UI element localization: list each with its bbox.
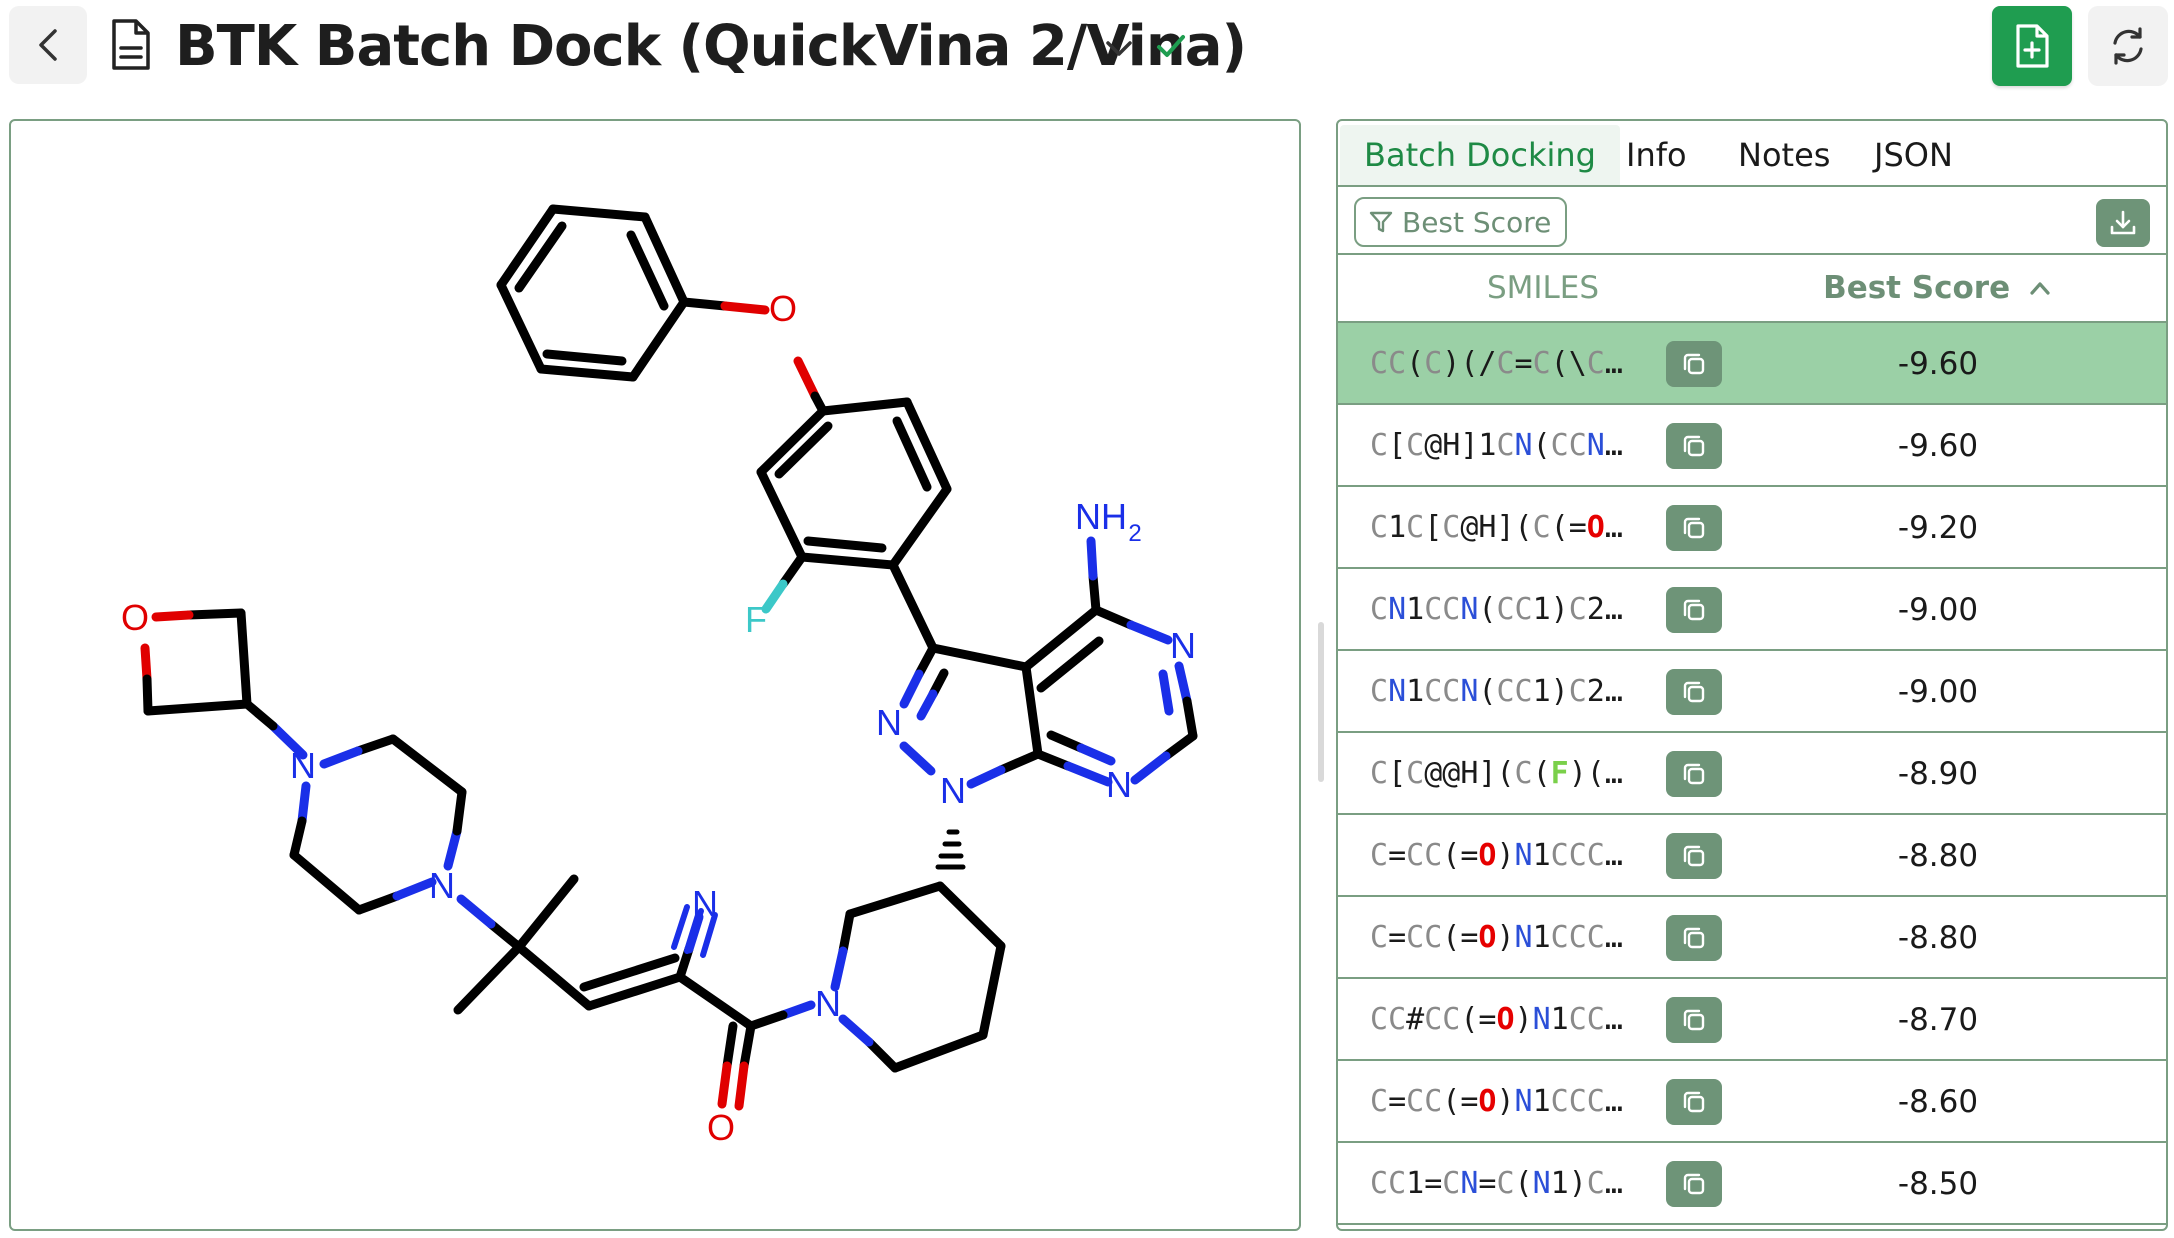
best-score-cell: -9.60: [1897, 428, 1979, 464]
tab-info[interactable]: Info: [1626, 136, 1687, 174]
copy-icon: [1683, 353, 1705, 375]
tab-batch-docking[interactable]: Batch Docking: [1340, 125, 1620, 185]
atom-o-oxetane: O: [121, 597, 149, 638]
atom-n-pyrazole-2: N: [940, 770, 966, 811]
smiles-cell: C[C@@H](C(F)(…: [1370, 756, 1623, 791]
smiles-cell: CN1CCN(CC1)C2…: [1370, 674, 1623, 709]
best-score-cell: -8.80: [1897, 838, 1979, 874]
smiles-cell: CC1=CN=C(N1)C…: [1370, 1166, 1623, 1201]
copy-icon: [1683, 517, 1705, 539]
best-score-cell: -9.60: [1897, 346, 1979, 382]
copy-smiles-button[interactable]: [1666, 833, 1722, 879]
filter-icon: [1369, 211, 1393, 233]
copy-smiles-button[interactable]: [1666, 1079, 1722, 1125]
copy-smiles-button[interactable]: [1666, 669, 1722, 715]
smiles-cell: CC(C)(/C=C(\C…: [1370, 346, 1623, 381]
filter-label: Best Score: [1402, 205, 1552, 239]
best-score-cell: -8.80: [1897, 920, 1979, 956]
copy-icon: [1683, 599, 1705, 621]
check-icon: [1157, 35, 1185, 57]
copy-smiles-button[interactable]: [1666, 423, 1722, 469]
page-title: BTK Batch Dock (QuickVina 2/Vina): [175, 14, 1247, 79]
table-row[interactable]: C=CC(=O)N1CCC… -8.80: [1338, 897, 2166, 979]
smiles-cell: C=CC(=O)N1CCC…: [1370, 920, 1623, 955]
column-header-best-score[interactable]: Best Score: [1788, 255, 2088, 321]
copy-smiles-button[interactable]: [1666, 1161, 1722, 1207]
smiles-cell: CC#CC(=O)N1CC…: [1370, 1002, 1623, 1037]
refresh-button[interactable]: [2088, 6, 2168, 86]
atom-nh2: NH: [1075, 496, 1127, 537]
atom-nh2-subscript: 2: [1128, 520, 1141, 547]
tab-bar: Batch Docking Info Notes JSON: [1338, 121, 2166, 187]
smiles-cell: C[C@H]1CN(CCN…: [1370, 428, 1623, 463]
file-text-icon: [112, 19, 150, 70]
best-score-cell: -8.70: [1897, 1002, 1979, 1038]
atom-n-piperazine-2: N: [290, 745, 316, 786]
table-toolbar: Best Score: [1338, 187, 2166, 255]
copy-icon: [1683, 435, 1705, 457]
table-row[interactable]: CN1CCN(CC1)C2… -9.00: [1338, 651, 2166, 733]
smiles-cell: C=CC(=O)N1CCC…: [1370, 838, 1623, 873]
table-row[interactable]: C1C[C@H](C(=O… -9.20: [1338, 487, 2166, 569]
filter-button[interactable]: Best Score: [1354, 197, 1568, 247]
copy-smiles-button[interactable]: [1666, 341, 1722, 387]
tab-notes[interactable]: Notes: [1738, 136, 1831, 174]
download-button[interactable]: [2096, 199, 2150, 247]
smiles-cell: C1C[C@H](C(=O…: [1370, 510, 1623, 545]
copy-smiles-button[interactable]: [1666, 751, 1722, 797]
atom-n-piperazine-1: N: [429, 865, 455, 906]
best-score-cell: -8.90: [1897, 756, 1979, 792]
table-row[interactable]: CC(C)(/C=C(\C… -9.60: [1338, 323, 2166, 405]
tab-json[interactable]: JSON: [1874, 136, 1953, 174]
copy-icon: [1683, 763, 1705, 785]
back-button[interactable]: [9, 6, 87, 84]
molecule-viewer[interactable]: O F NH 2 N N N N N O N N N O: [9, 119, 1301, 1231]
atom-o-ether: O: [769, 288, 797, 329]
copy-smiles-button[interactable]: [1666, 915, 1722, 961]
table-row[interactable]: C[C@H]1CN(CCN… -9.60: [1338, 405, 2166, 487]
atom-n-pyrimidine-2: N: [1106, 764, 1132, 805]
copy-smiles-button[interactable]: [1666, 505, 1722, 551]
best-score-cell: -9.00: [1897, 592, 1979, 628]
table-row[interactable]: C[C@@H](C(F)(… -8.90: [1338, 733, 2166, 815]
refresh-icon: [2113, 27, 2143, 65]
table-row[interactable]: CC#CC(=O)N1CC… -8.70: [1338, 979, 2166, 1061]
results-panel: Batch Docking Info Notes JSON Best Score…: [1336, 119, 2168, 1231]
copy-icon: [1683, 681, 1705, 703]
chevron-down-icon[interactable]: [1102, 28, 1136, 68]
molecule-structure: O F NH 2 N N N N N O N N N O: [121, 204, 1198, 1148]
copy-icon: [1683, 1009, 1705, 1031]
smiles-cell: C=CC(=O)N1CCC…: [1370, 1084, 1623, 1119]
table-row[interactable]: C=CC(=O)N1CCC… -8.80: [1338, 815, 2166, 897]
chevron-left-icon: [39, 29, 57, 61]
best-score-cell: -9.00: [1897, 674, 1979, 710]
best-score-cell: -8.60: [1897, 1084, 1979, 1120]
copy-icon: [1683, 1091, 1705, 1113]
atom-n-nitrile: N: [692, 883, 718, 924]
atom-o-carbonyl: O: [707, 1107, 735, 1148]
table-header: SMILES Best Score: [1338, 255, 2166, 323]
smiles-cell: CN1CCN(CC1)C2…: [1370, 592, 1623, 627]
table-row[interactable]: C=CC(=O)N1CCC… -8.60: [1338, 1061, 2166, 1143]
new-document-button[interactable]: [1992, 6, 2072, 86]
panel-resize-handle[interactable]: [1318, 622, 1324, 782]
best-score-cell: -9.20: [1897, 510, 1979, 546]
column-header-smiles[interactable]: SMILES: [1486, 270, 1600, 306]
copy-icon: [1683, 845, 1705, 867]
copy-smiles-button[interactable]: [1666, 587, 1722, 633]
column-header-best-score-label: Best Score: [1823, 270, 2011, 306]
chevron-up-icon: [2030, 282, 2050, 295]
copy-icon: [1683, 1173, 1705, 1195]
copy-icon: [1683, 927, 1705, 949]
table-row[interactable]: CN1CCN(CC1)C2… -9.00: [1338, 569, 2166, 651]
copy-smiles-button[interactable]: [1666, 997, 1722, 1043]
best-score-cell: -8.50: [1897, 1166, 1979, 1202]
atom-n-pyrimidine-1: N: [1170, 625, 1196, 666]
download-icon: [2110, 210, 2136, 235]
atom-f: F: [745, 599, 767, 640]
file-plus-icon: [2016, 24, 2049, 68]
atom-n-pyrazole-1: N: [876, 702, 902, 743]
atom-n-amide: N: [815, 983, 841, 1024]
table-row[interactable]: CC1=CN=C(N1)C… -8.50: [1338, 1143, 2166, 1225]
